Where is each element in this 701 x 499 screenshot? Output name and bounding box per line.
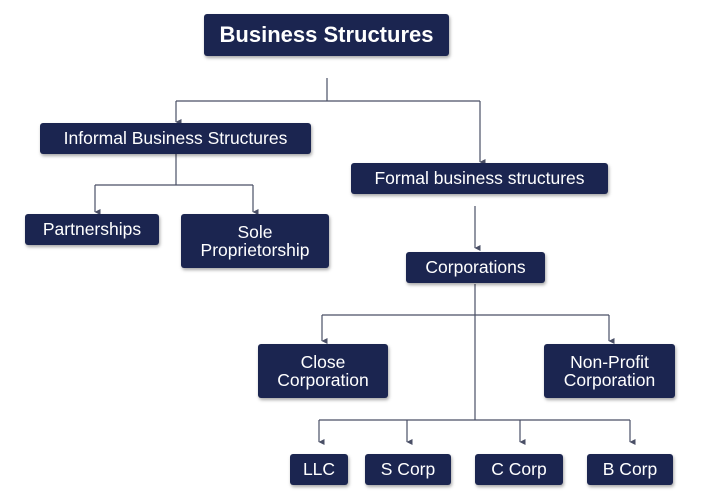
- informal-structures-box: Informal Business Structures: [40, 123, 311, 154]
- llc-box: LLC: [290, 454, 348, 485]
- title-box: Business Structures: [204, 14, 449, 56]
- b-corp-box: B Corp: [587, 454, 673, 485]
- partnerships-box: Partnerships: [25, 214, 159, 245]
- nonprofit-corporation-box: Non-Profit Corporation: [544, 344, 675, 398]
- sole-proprietorship-box: Sole Proprietorship: [181, 214, 329, 268]
- formal-structures-box: Formal business structures: [351, 163, 608, 194]
- c-corp-box: C Corp: [475, 454, 563, 485]
- corporations-box: Corporations: [406, 252, 545, 283]
- close-corporation-box: Close Corporation: [258, 344, 388, 398]
- s-corp-box: S Corp: [365, 454, 451, 485]
